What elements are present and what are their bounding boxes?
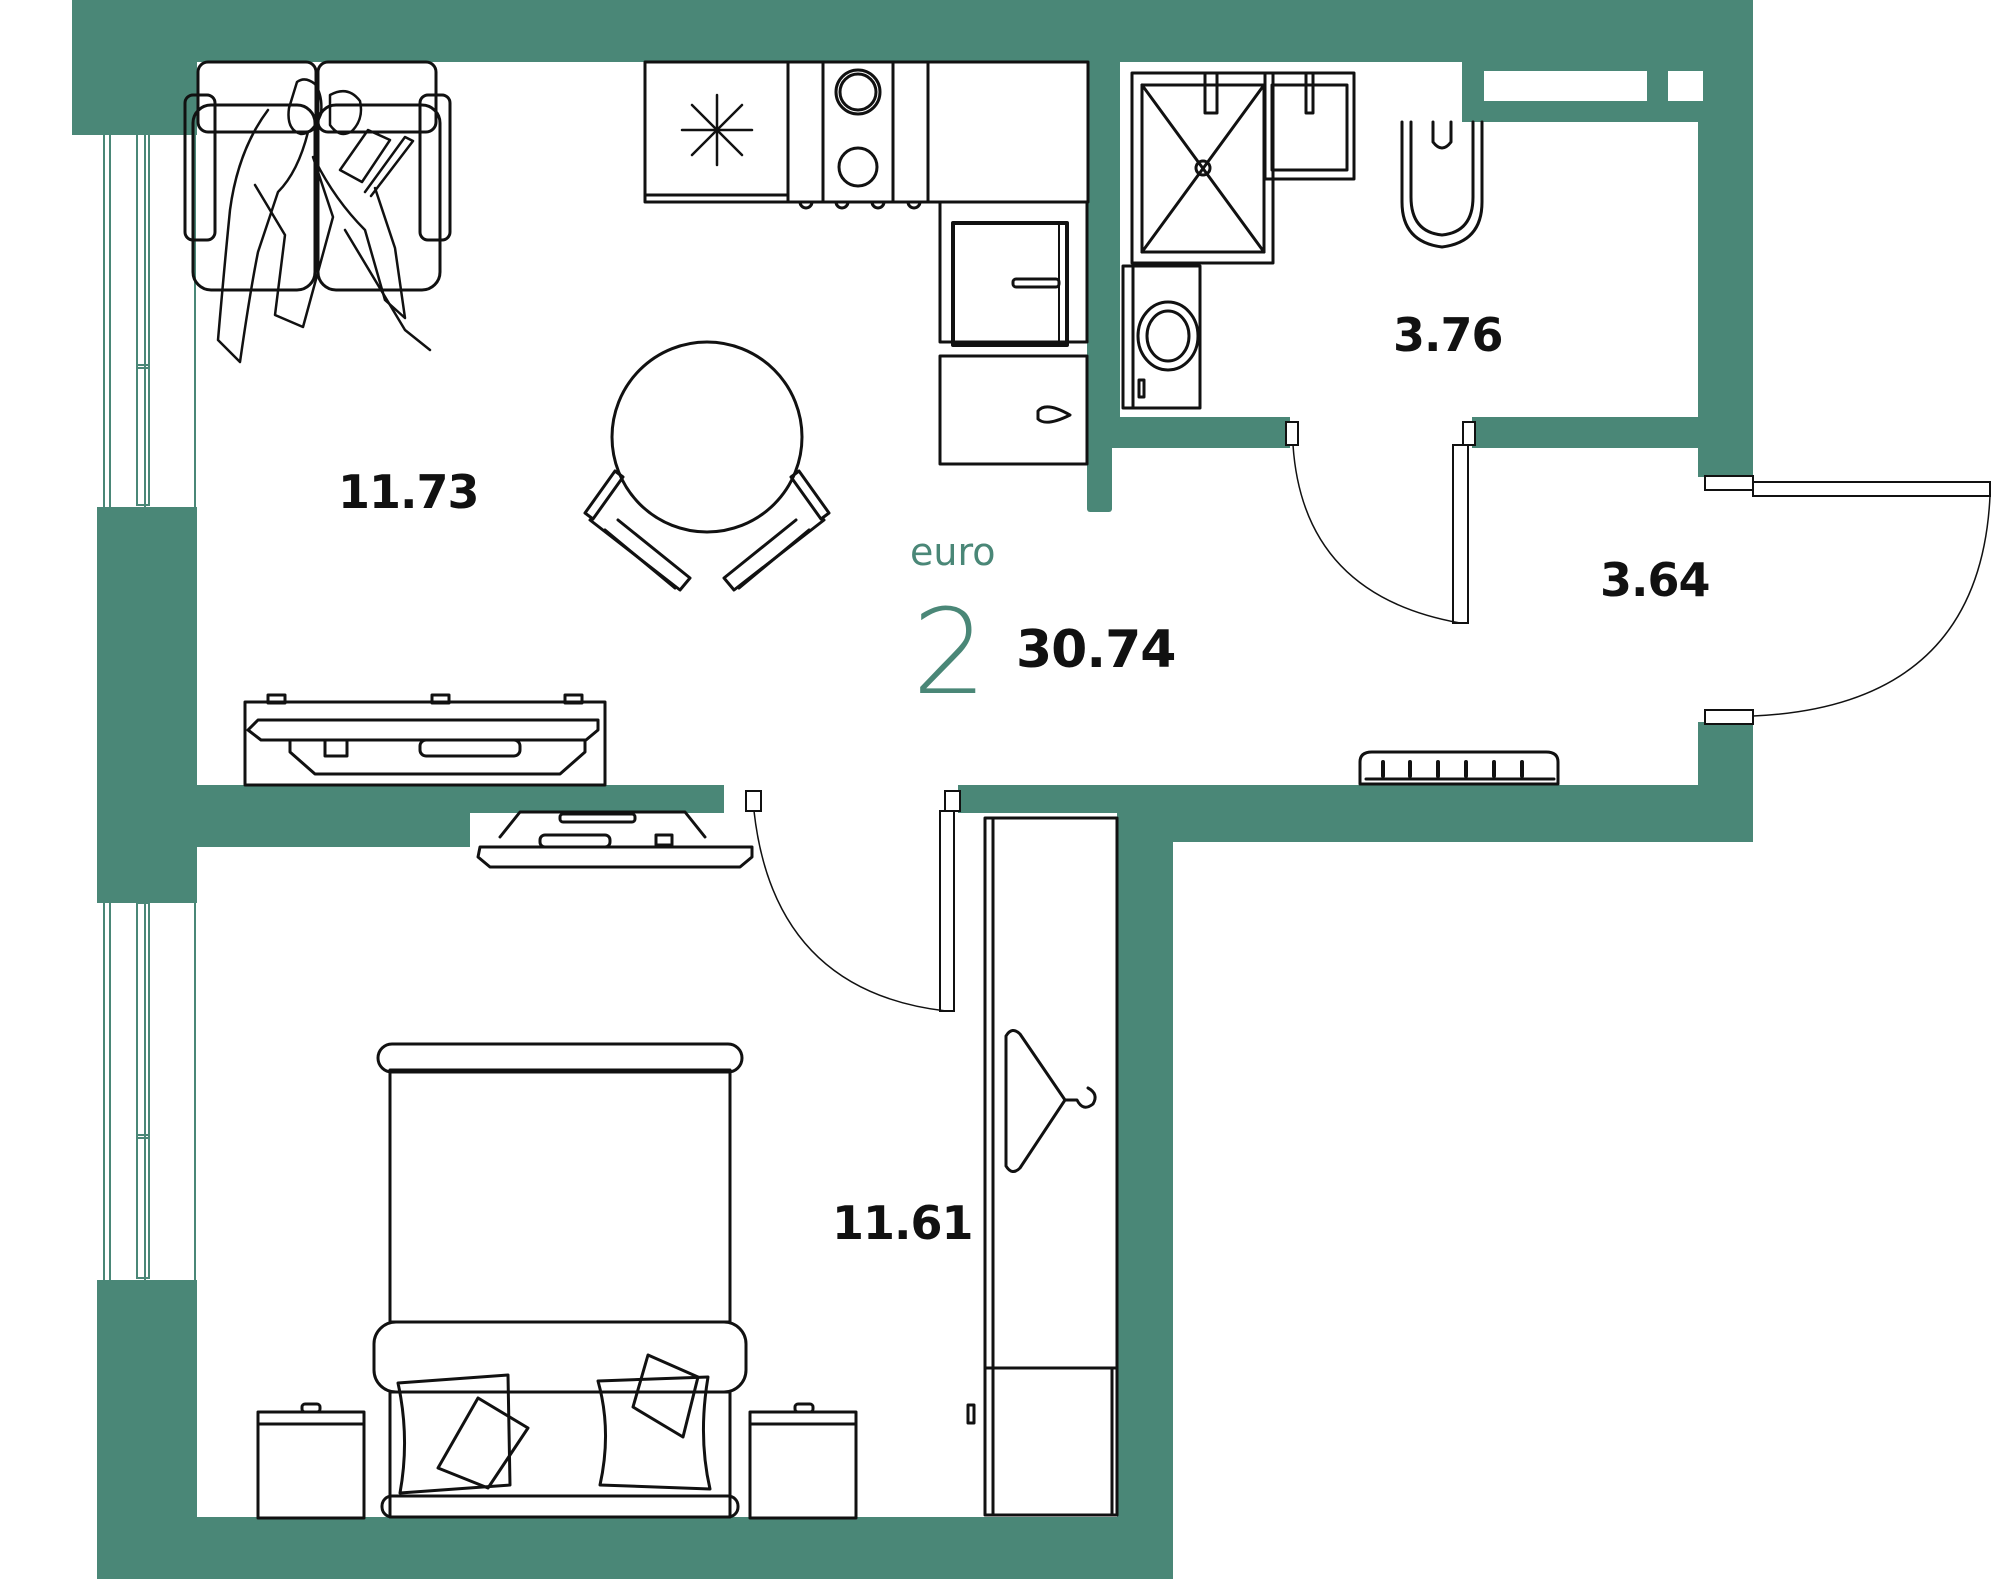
vent-openings: [1484, 71, 1703, 101]
snowflake-icon: [680, 93, 754, 167]
total-area-label: 30.74: [1016, 620, 1176, 680]
bedroom-door[interactable]: [745, 790, 961, 1012]
sofa-icon: [183, 60, 452, 292]
stove-icon: [786, 60, 930, 210]
rooms-count-label: 2: [912, 583, 988, 721]
laptop-icon: [338, 128, 415, 198]
room-area-label: 11.73: [338, 465, 480, 519]
radiator-icon: [1358, 750, 1560, 786]
hanger-icon: [1004, 1029, 1097, 1173]
tv-stand-icon: [243, 693, 607, 787]
nightstand-icon: [748, 1402, 858, 1520]
chair-icon: [583, 469, 692, 592]
shower-icon: [1130, 71, 1275, 265]
apartment-type-label: euro: [910, 530, 996, 574]
washing-machine-icon: [1121, 264, 1202, 410]
bed-icon: [372, 1042, 748, 1519]
kitchen-sink-icon: [938, 200, 1089, 347]
people-icon: [216, 78, 432, 364]
dining-table-icon: [610, 340, 804, 534]
walls: [72, 0, 1753, 1579]
bathroom-door[interactable]: [1285, 421, 1476, 624]
room-area-label: 3.76: [1393, 308, 1503, 362]
room-area-label: 11.61: [832, 1196, 974, 1250]
counter-icon: [926, 60, 1090, 204]
dishwasher-icon: [938, 354, 1089, 466]
chair-icon: [722, 469, 831, 592]
toilet-icon: [1400, 120, 1484, 249]
window-icon[interactable]: [103, 902, 196, 1280]
window-icon[interactable]: [103, 130, 196, 507]
wardrobe-icon: [966, 816, 1119, 1517]
room-area-label: 3.64: [1600, 553, 1710, 607]
tv-stand-icon: [476, 810, 754, 869]
nightstand-icon: [256, 1402, 366, 1520]
pillow-icon: [396, 1353, 712, 1495]
washbasin-icon: [1263, 71, 1356, 181]
entrance-door[interactable]: [1704, 475, 1991, 725]
